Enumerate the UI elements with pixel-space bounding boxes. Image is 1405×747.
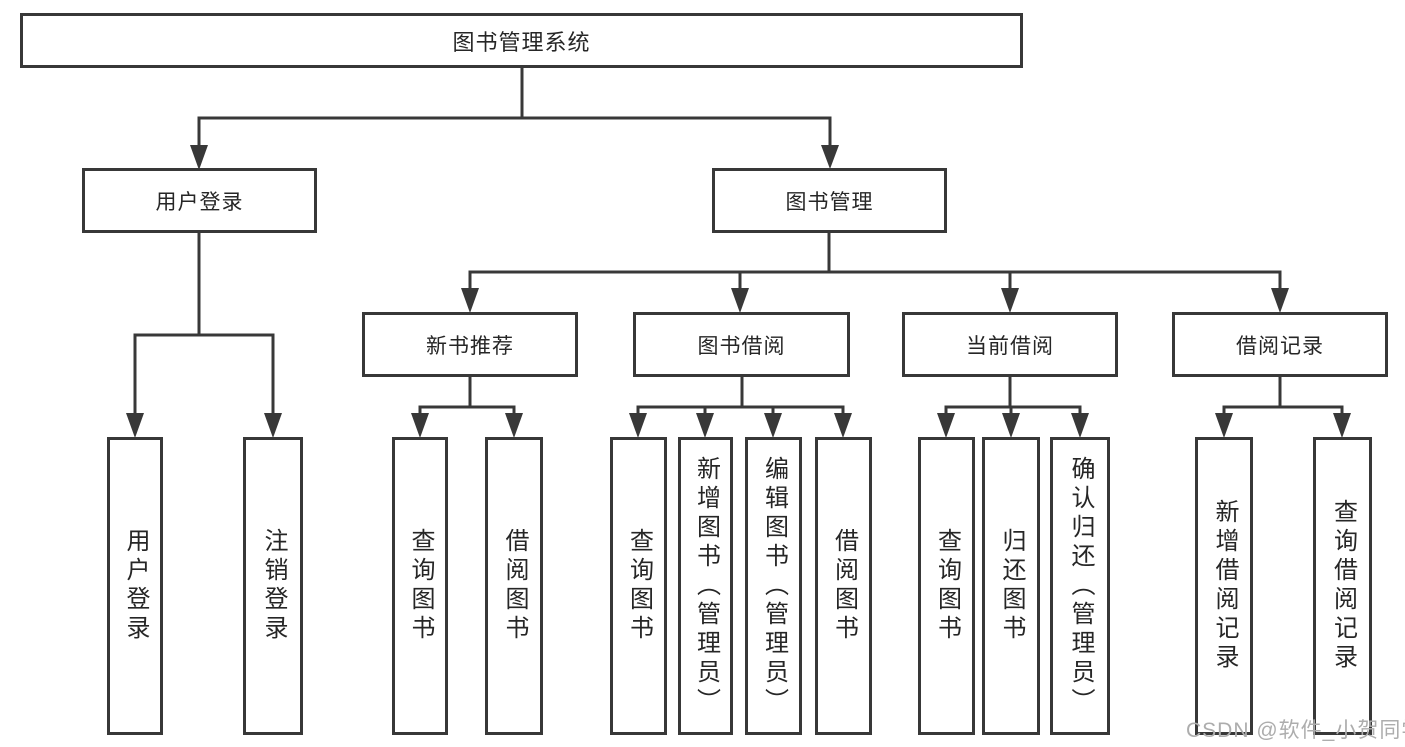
arrowheads-current-borrow-split <box>937 413 1089 438</box>
node-borrow-records-label: 借阅记录 <box>1236 334 1324 358</box>
connector-new-book-split <box>418 377 516 414</box>
leaf-query-books-recommend-label: 查询图书 <box>407 528 434 644</box>
leaf-borrow-books: 借阅图书 <box>815 437 872 735</box>
connector-current-borrow-split <box>944 377 1082 414</box>
node-book-management-label: 图书管理 <box>785 190 874 214</box>
leaf-add-books-admin: 新增图书（管理员） <box>678 437 733 735</box>
leaf-edit-books-admin-label: 编辑图书（管理员） <box>760 455 788 717</box>
connector-book-management-split <box>468 233 1282 289</box>
leaf-query-books-current: 查询图书 <box>918 437 975 735</box>
leaf-query-borrow-record-label: 查询借阅记录 <box>1329 499 1357 673</box>
leaf-user-login: 用户登录 <box>107 437 163 735</box>
leaf-query-books-current-label: 查询图书 <box>933 528 961 644</box>
leaf-add-borrow-record: 新增借阅记录 <box>1195 437 1253 735</box>
leaf-query-books-borrow: 查询图书 <box>610 437 667 735</box>
csdn-watermark: CSDN @软件_小贺同学 <box>1186 719 1405 742</box>
leaf-add-books-admin-label: 新增图书（管理员） <box>692 455 720 717</box>
arrowheads-root-split <box>190 145 839 170</box>
node-root-label: 图书管理系统 <box>452 29 591 55</box>
connector-borrow-records-split <box>1222 377 1344 414</box>
leaf-query-books-borrow-label: 查询图书 <box>625 528 653 644</box>
leaf-borrow-books-label: 借阅图书 <box>830 528 858 644</box>
leaf-borrow-books-recommend: 借阅图书 <box>485 437 543 735</box>
arrowheads-book-borrow-split <box>629 413 852 438</box>
leaf-query-borrow-record: 查询借阅记录 <box>1313 437 1372 735</box>
node-root: 图书管理系统 <box>20 13 1023 68</box>
connector-root-split <box>197 68 832 146</box>
arrowheads-borrow-records-split <box>1215 413 1351 438</box>
node-current-borrow-label: 当前借阅 <box>966 334 1054 358</box>
leaf-return-books: 归还图书 <box>982 437 1040 735</box>
leaf-logout: 注销登录 <box>243 437 303 735</box>
arrowheads-book-management-split <box>461 288 1289 313</box>
leaf-add-borrow-record-label: 新增借阅记录 <box>1211 499 1238 673</box>
leaf-borrow-books-recommend-label: 借阅图书 <box>501 528 528 644</box>
leaf-user-login-label: 用户登录 <box>122 528 149 644</box>
leaf-confirm-return-admin-label: 确认归还（管理员） <box>1067 455 1094 717</box>
node-user-login: 用户登录 <box>82 168 317 233</box>
connector-book-borrow-split <box>636 377 845 414</box>
node-new-book-recommend: 新书推荐 <box>362 312 578 377</box>
leaf-return-books-label: 归还图书 <box>998 528 1025 644</box>
arrowheads-user-login-split <box>126 413 282 438</box>
leaf-logout-label: 注销登录 <box>260 528 287 644</box>
arrowheads-new-book-split <box>411 413 523 438</box>
leaf-edit-books-admin: 编辑图书（管理员） <box>745 437 802 735</box>
leaf-confirm-return-admin: 确认归还（管理员） <box>1050 437 1110 735</box>
node-current-borrow: 当前借阅 <box>902 312 1118 377</box>
node-borrow-records: 借阅记录 <box>1172 312 1388 377</box>
node-book-borrow: 图书借阅 <box>633 312 850 377</box>
leaf-query-books-recommend: 查询图书 <box>392 437 448 735</box>
node-new-book-recommend-label: 新书推荐 <box>426 334 514 358</box>
node-book-management: 图书管理 <box>712 168 947 233</box>
connector-user-login-split <box>133 233 275 414</box>
node-book-borrow-label: 图书借阅 <box>697 334 786 358</box>
node-user-login-label: 用户登录 <box>155 190 244 214</box>
